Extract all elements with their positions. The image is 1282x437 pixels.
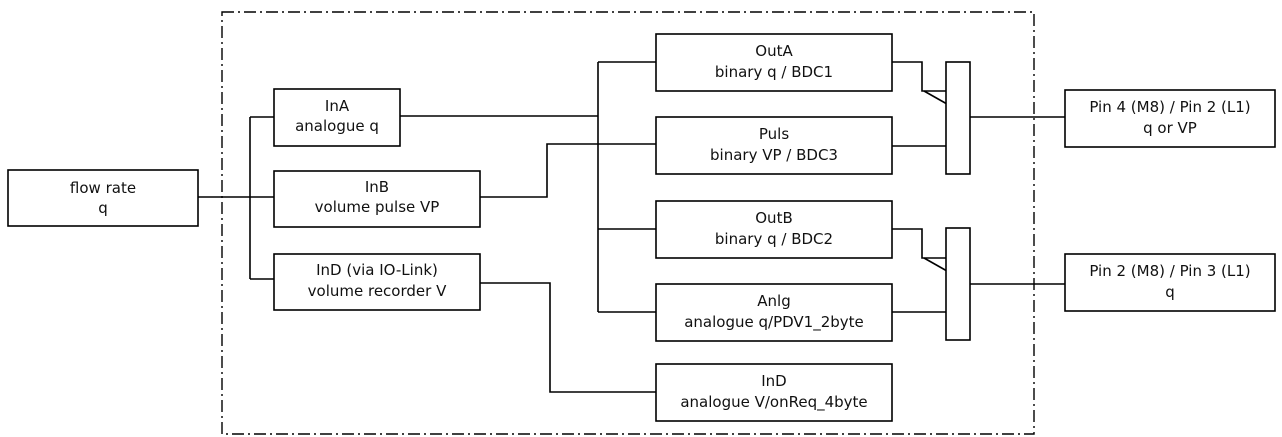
pin-1-signal: q or VP: [1143, 119, 1197, 137]
output-ind-desc: analogue V/onReq_4byte: [680, 393, 867, 412]
output-outa-box: [655, 33, 893, 92]
output-puls-box: [655, 116, 893, 175]
source-symbol: q: [98, 199, 108, 217]
output-outa-desc: binary q / BDC1: [715, 63, 833, 81]
output-ind-title: InD: [761, 372, 786, 390]
wire-inb-puls: [480, 143, 656, 198]
output-puls: Puls binary VP / BDC3: [655, 116, 893, 175]
output-outb-box: [655, 200, 893, 259]
wire-outa-switch1: [892, 61, 946, 92]
input-ina-box: [273, 88, 401, 147]
source-title: flow rate: [70, 179, 136, 197]
output-ind-box: [655, 363, 893, 422]
input-ind: InD (via IO-Link) volume recorder V: [273, 253, 481, 311]
source-box: [7, 169, 199, 227]
output-outb-desc: binary q / BDC2: [715, 230, 833, 248]
switch-selector-2: [945, 227, 971, 341]
output-outa-title: OutA: [755, 42, 793, 60]
pin-output-2: Pin 2 (M8) / Pin 3 (L1) q: [1064, 253, 1276, 312]
output-outb-title: OutB: [755, 209, 793, 227]
input-ina: InA analogue q: [273, 88, 401, 147]
input-inb-desc: volume pulse VP: [315, 198, 440, 216]
output-anlg-box: [655, 283, 893, 342]
device-boundary: [221, 11, 1035, 435]
output-anlg-desc: analogue q/PDV1_2byte: [684, 313, 864, 332]
input-inb: InB volume pulse VP: [273, 170, 481, 228]
output-outa: OutA binary q / BDC1: [655, 33, 893, 92]
output-anlg-title: Anlg: [757, 292, 790, 310]
pin-1-title: Pin 4 (M8) / Pin 2 (L1): [1089, 98, 1250, 116]
pin-2-signal: q: [1165, 283, 1175, 301]
output-outb: OutB binary q / BDC2: [655, 200, 893, 259]
switch-selector-1: [945, 61, 971, 175]
input-ina-desc: analogue q: [295, 117, 379, 135]
input-ind-box: [273, 253, 481, 311]
input-ind-desc: volume recorder V: [308, 282, 447, 300]
output-puls-title: Puls: [759, 125, 789, 143]
wire-outb-switch2: [892, 228, 946, 259]
output-anlg: Anlg analogue q/PDV1_2byte: [655, 283, 893, 342]
connection-lines: [198, 61, 1065, 393]
pin-1-box: [1064, 89, 1276, 148]
wire-ind-output: [480, 282, 656, 393]
pin-output-1: Pin 4 (M8) / Pin 2 (L1) q or VP: [1064, 89, 1276, 148]
input-ind-title: InD (via IO-Link): [316, 261, 438, 279]
source-flow-rate: flow rate q: [7, 169, 199, 227]
output-puls-desc: binary VP / BDC3: [710, 146, 838, 164]
pin-2-box: [1064, 253, 1276, 312]
input-ina-title: InA: [325, 97, 350, 115]
input-inb-box: [273, 170, 481, 228]
output-ind: InD analogue V/onReq_4byte: [655, 363, 893, 422]
pin-2-title: Pin 2 (M8) / Pin 3 (L1): [1089, 262, 1250, 280]
input-inb-title: InB: [365, 178, 389, 196]
